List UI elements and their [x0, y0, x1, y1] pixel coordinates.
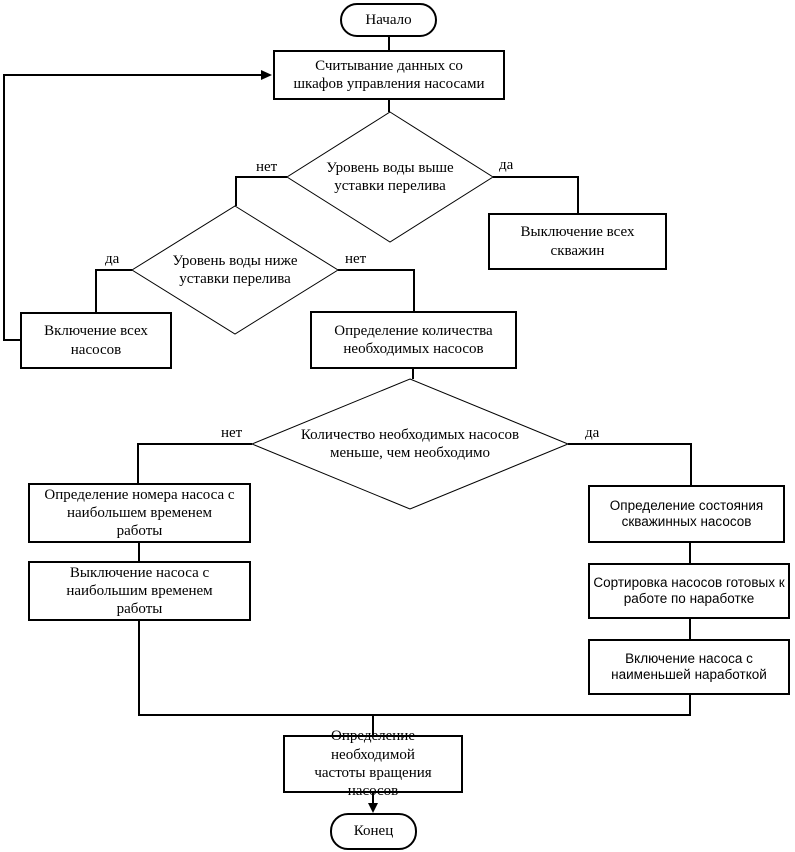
edge-label-d3-no: нет [221, 425, 243, 441]
node-sort-pumps: Сортировка насосов готовых к работе по н… [588, 563, 790, 619]
arrowhead-into-read [261, 70, 272, 80]
edge-label-d3-yes: да [585, 425, 600, 441]
decision-count-less-shape [250, 378, 570, 510]
edge-label-d1-yes: да [499, 157, 514, 173]
edge-label-d1-no: нет [256, 159, 278, 175]
node-off-max-pump: Выключение насоса с наибольшим временем … [28, 561, 251, 621]
node-start: Начало [340, 3, 437, 37]
edge-label-d2-no: нет [345, 251, 367, 267]
node-calc-frequency: Определение необходимой частоты вращения… [283, 728, 463, 799]
node-pumps-on: Включение всех насосов [20, 312, 172, 369]
arrowhead-into-end [368, 803, 378, 813]
decision-count-less-label: Количество необходимых насосов меньше, ч… [300, 426, 520, 461]
node-well-state: Определение состояния скважинных насосов [588, 485, 785, 543]
edge-label-d2-yes: да [105, 251, 120, 267]
arrowheads [261, 70, 378, 813]
node-wells-off: Выключение всех скважин [488, 213, 667, 270]
node-read-data: Считывание данных со шкафов управления н… [273, 50, 505, 100]
decision-level-below-shape [131, 205, 339, 335]
decision-level-above-label: Уровень воды выше уставки перелива [326, 159, 454, 194]
decision-shapes [131, 111, 570, 510]
node-on-min-pump: Включение насоса с наименьшей наработкой [588, 639, 790, 695]
node-pump-count: Определение количества необходимых насос… [310, 311, 517, 369]
decision-level-below-label: Уровень воды ниже уставки перелива [172, 252, 298, 287]
connector-lines [3, 37, 692, 808]
node-end: Конец [330, 813, 417, 850]
decision-level-above-shape [286, 111, 494, 243]
node-find-max-pump: Определение номера насоса с наибольшем в… [28, 483, 251, 543]
